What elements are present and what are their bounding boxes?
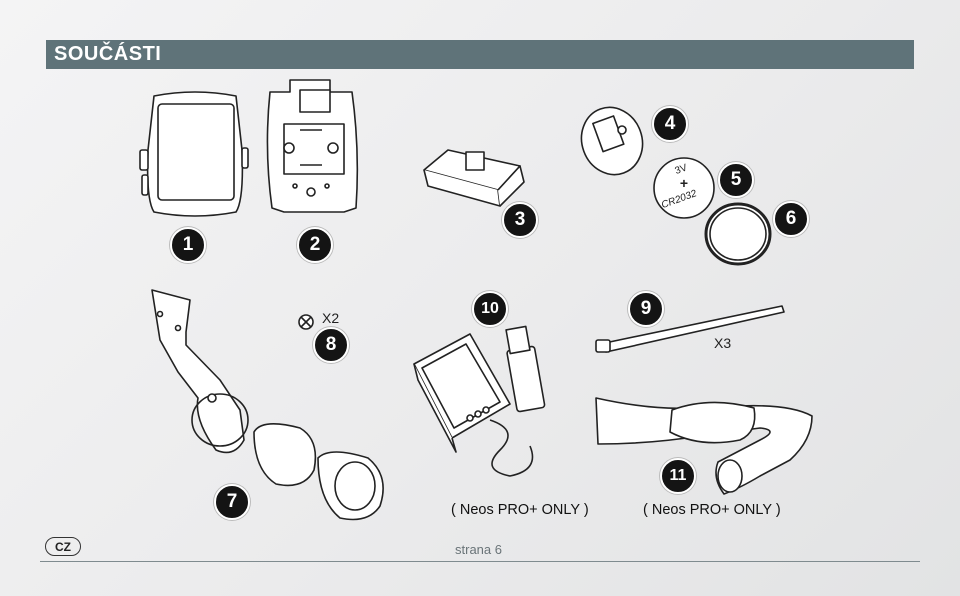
part-number-2: 2 <box>297 227 333 263</box>
part-number-9: 9 <box>628 291 664 327</box>
strap-only-note: ( Neos PRO+ ONLY ) <box>643 502 781 518</box>
cable-tie-quantity: X3 <box>714 335 732 351</box>
part-number-11: 11 <box>660 458 696 494</box>
bracket-image <box>423 149 525 207</box>
part-number-7: 7 <box>214 484 250 520</box>
page-number: strana 6 <box>455 542 502 557</box>
language-badge: CZ <box>45 537 81 556</box>
battery-cover-image <box>580 106 644 176</box>
section-header: SOUČÁSTI <box>46 40 914 69</box>
screw-quantity: X2 <box>322 310 340 326</box>
o-ring-image <box>704 202 772 266</box>
battery-plus-text: + <box>680 175 688 191</box>
battery-image <box>653 157 715 219</box>
part-number-1: 1 <box>170 227 206 263</box>
mount-base-image <box>266 79 359 213</box>
handlebar-mount-image <box>151 289 384 521</box>
computer-unit-image <box>139 91 249 217</box>
sensor-only-note: ( Neos PRO+ ONLY ) <box>451 502 589 518</box>
cable-tie-image <box>595 305 785 353</box>
screw-image <box>298 314 314 330</box>
section-title: SOUČÁSTI <box>54 43 162 65</box>
part-number-10: 10 <box>472 291 508 327</box>
part-number-4: 4 <box>652 106 688 142</box>
part-number-3: 3 <box>502 202 538 238</box>
footer-divider <box>40 561 920 562</box>
part-number-6: 6 <box>773 201 809 237</box>
heart-rate-strap-image <box>595 397 813 495</box>
part-number-5: 5 <box>718 162 754 198</box>
part-number-8: 8 <box>313 327 349 363</box>
sensor-cable-image <box>413 325 546 477</box>
battery-voltage-text: 3V <box>674 162 690 177</box>
